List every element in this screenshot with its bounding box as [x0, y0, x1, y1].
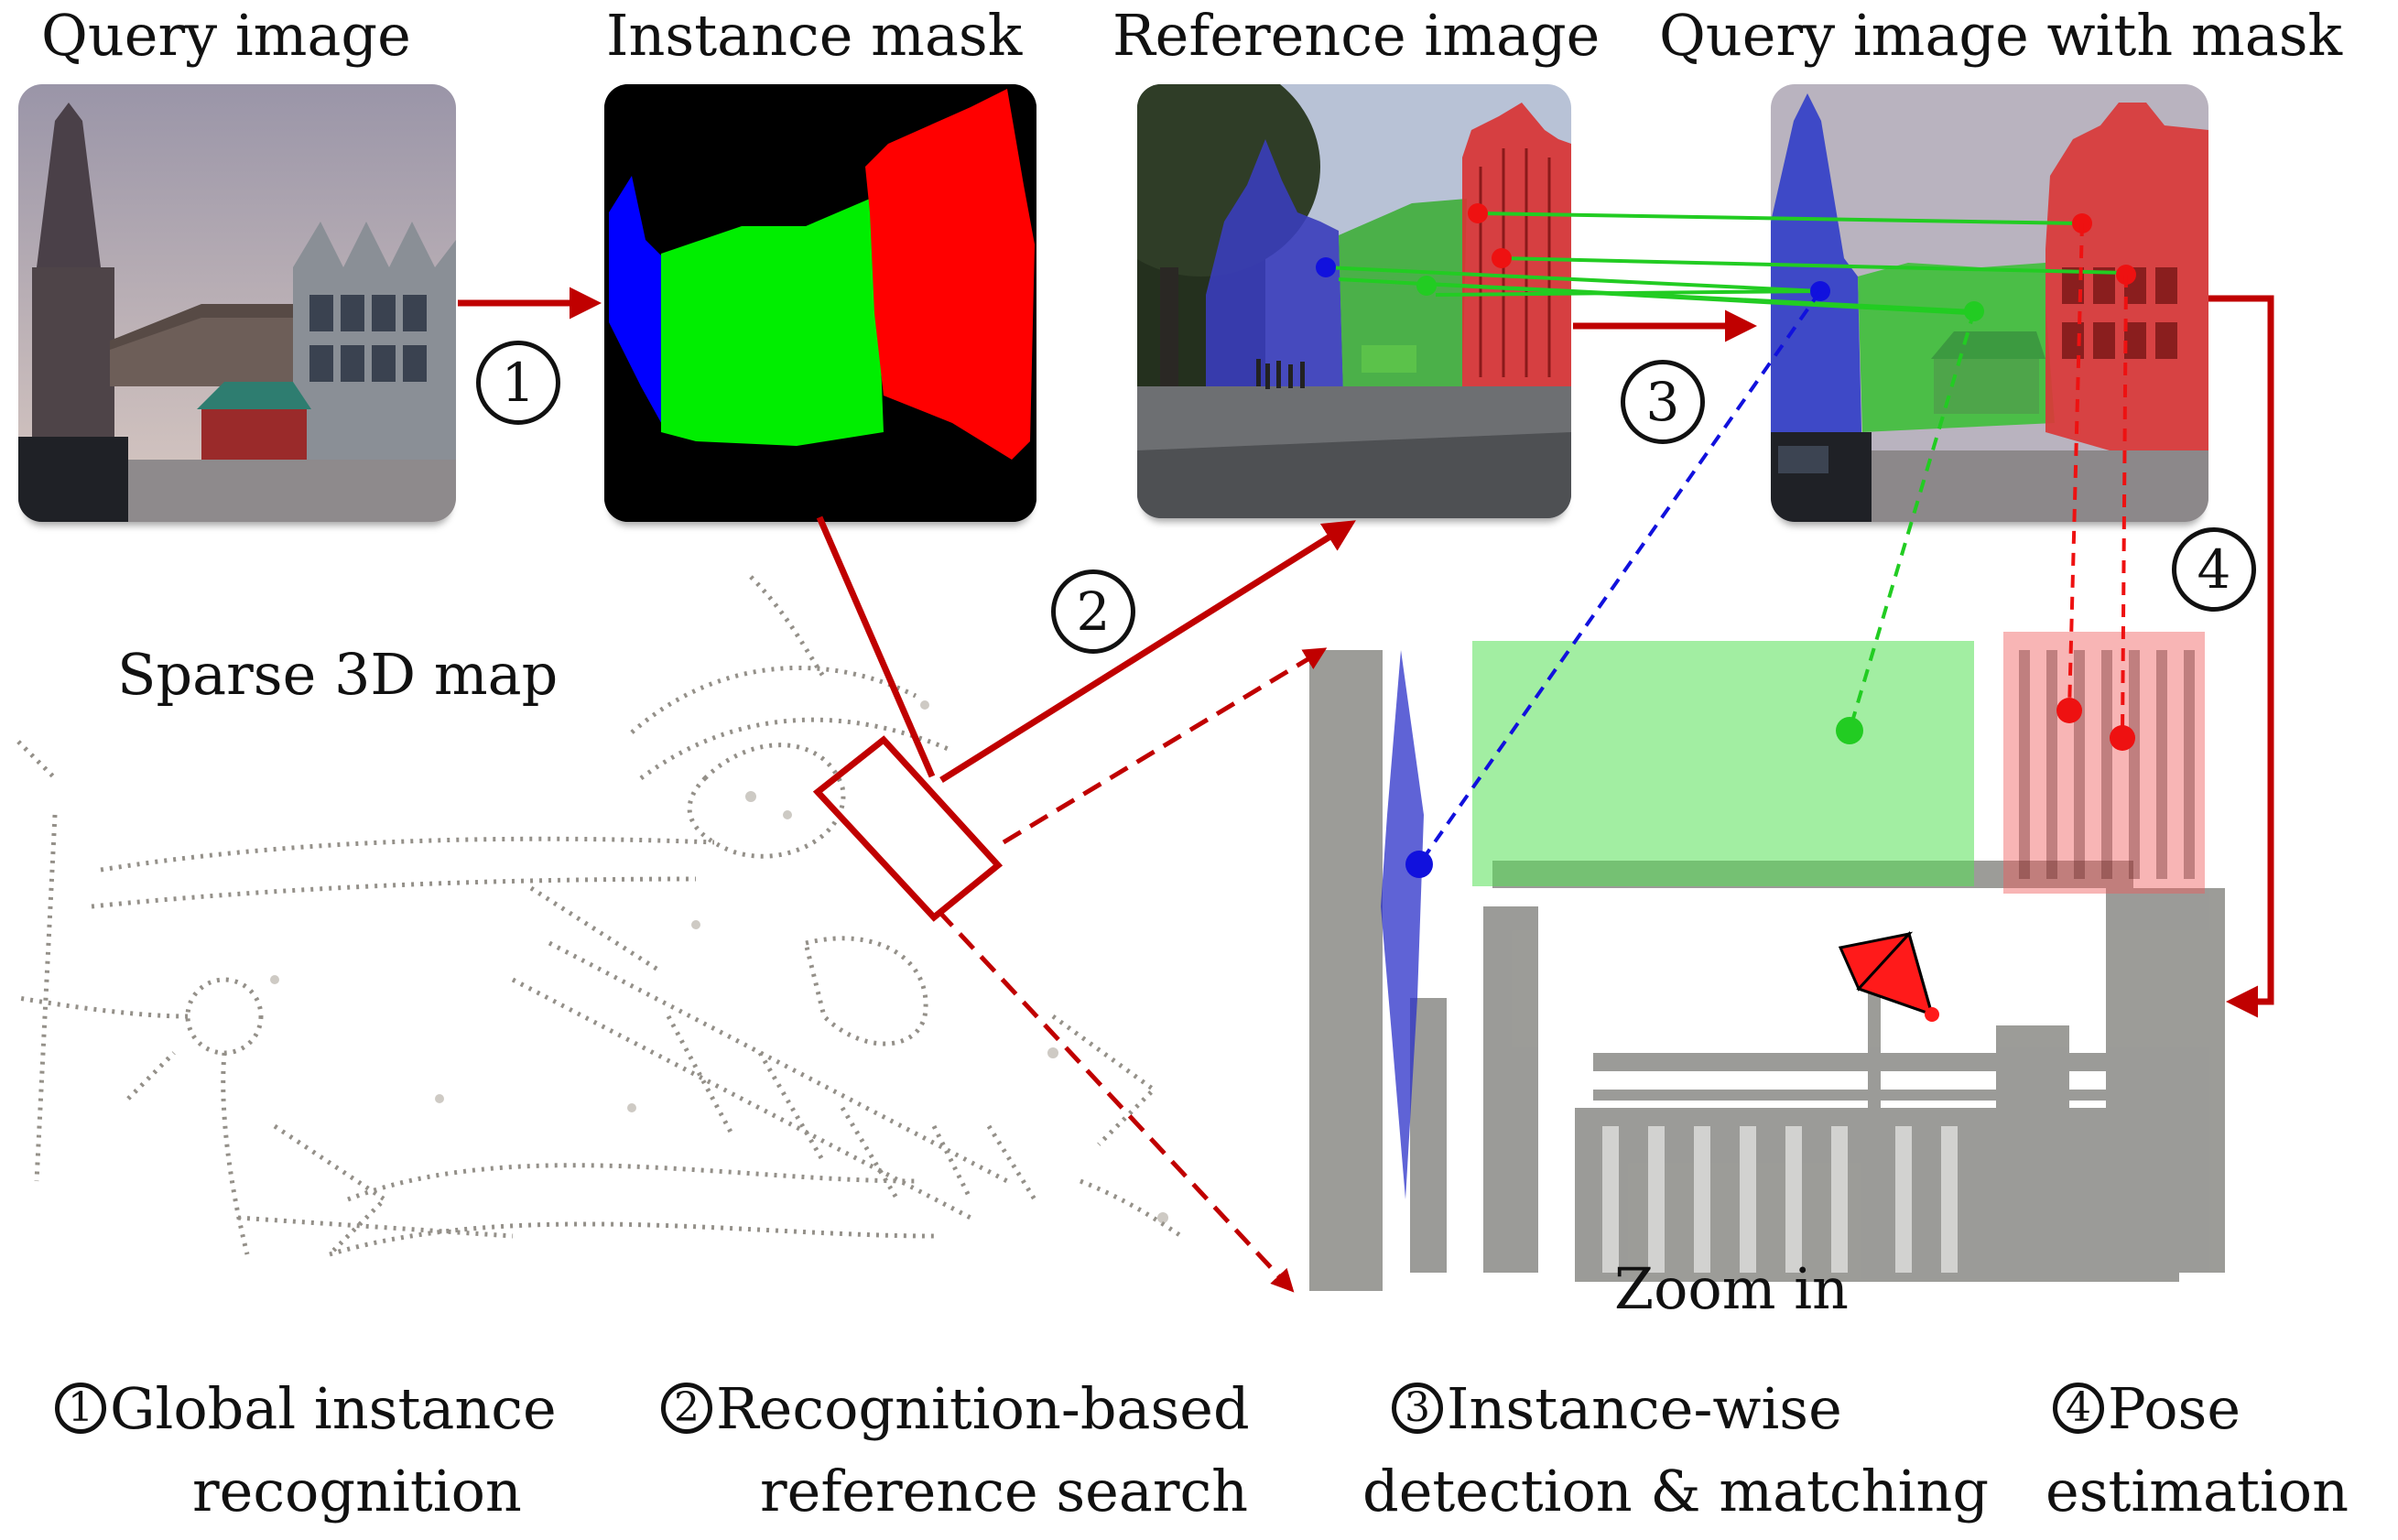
mask-red-region — [865, 89, 1035, 460]
instance-mask-graphic — [604, 84, 1036, 522]
legend-number-2: 2 — [661, 1382, 712, 1434]
legend-number-3: 3 — [1392, 1382, 1443, 1434]
query-image — [18, 84, 456, 522]
sparse-3d-map-label: Sparse 3D map — [117, 641, 559, 708]
mask-green-region — [661, 199, 884, 446]
step-4-marker: 4 — [2172, 527, 2256, 612]
reference-image — [1137, 84, 1571, 518]
query-image-with-mask — [1771, 84, 2208, 522]
legend-line-3b: detection & matching — [1362, 1458, 1990, 1524]
legend-line-1b: recognition — [192, 1458, 522, 1524]
instance-mask-title: Instance mask — [606, 2, 1023, 69]
sparse-3d-map — [16, 575, 1183, 1257]
query-image-with-mask-title: Query image with mask — [1659, 2, 2343, 69]
legend-number-1: 1 — [55, 1382, 106, 1434]
query-image-title: Query image — [41, 2, 411, 69]
legend-line-2b: reference search — [760, 1458, 1249, 1524]
legend-line-4a: Pose — [2108, 1375, 2241, 1442]
camera-pose-icon — [1838, 931, 1939, 1022]
zoom-point-cloud — [1309, 650, 2225, 1291]
legend-line-1a: Global instance — [110, 1375, 557, 1442]
reference-photo-graphic — [1137, 84, 1571, 518]
legend-line-3a: Instance-wise — [1447, 1375, 1842, 1442]
legend-number-4: 4 — [2053, 1382, 2104, 1434]
zoom-green-region — [1472, 641, 1974, 886]
map-point-cloud — [16, 575, 1183, 1257]
instance-mask — [604, 84, 1036, 522]
step-2-marker: 2 — [1051, 569, 1135, 654]
zoom-in-label: Zoom in — [1614, 1255, 1849, 1322]
query-photo-graphic — [18, 84, 456, 522]
legend-line-4b: estimation — [2045, 1458, 2349, 1524]
query-masked-graphic — [1771, 84, 2208, 522]
zoom-blue-region — [1381, 650, 1424, 1199]
reference-image-title: Reference image — [1112, 2, 1600, 69]
step-3-marker: 3 — [1621, 360, 1705, 444]
legend-line-2a: Recognition-based — [716, 1375, 1250, 1442]
zoom-red-region — [2003, 632, 2205, 894]
step-1-marker: 1 — [476, 341, 560, 425]
zoom-in-view — [1300, 632, 2262, 1300]
mask-blue-region — [609, 176, 664, 428]
